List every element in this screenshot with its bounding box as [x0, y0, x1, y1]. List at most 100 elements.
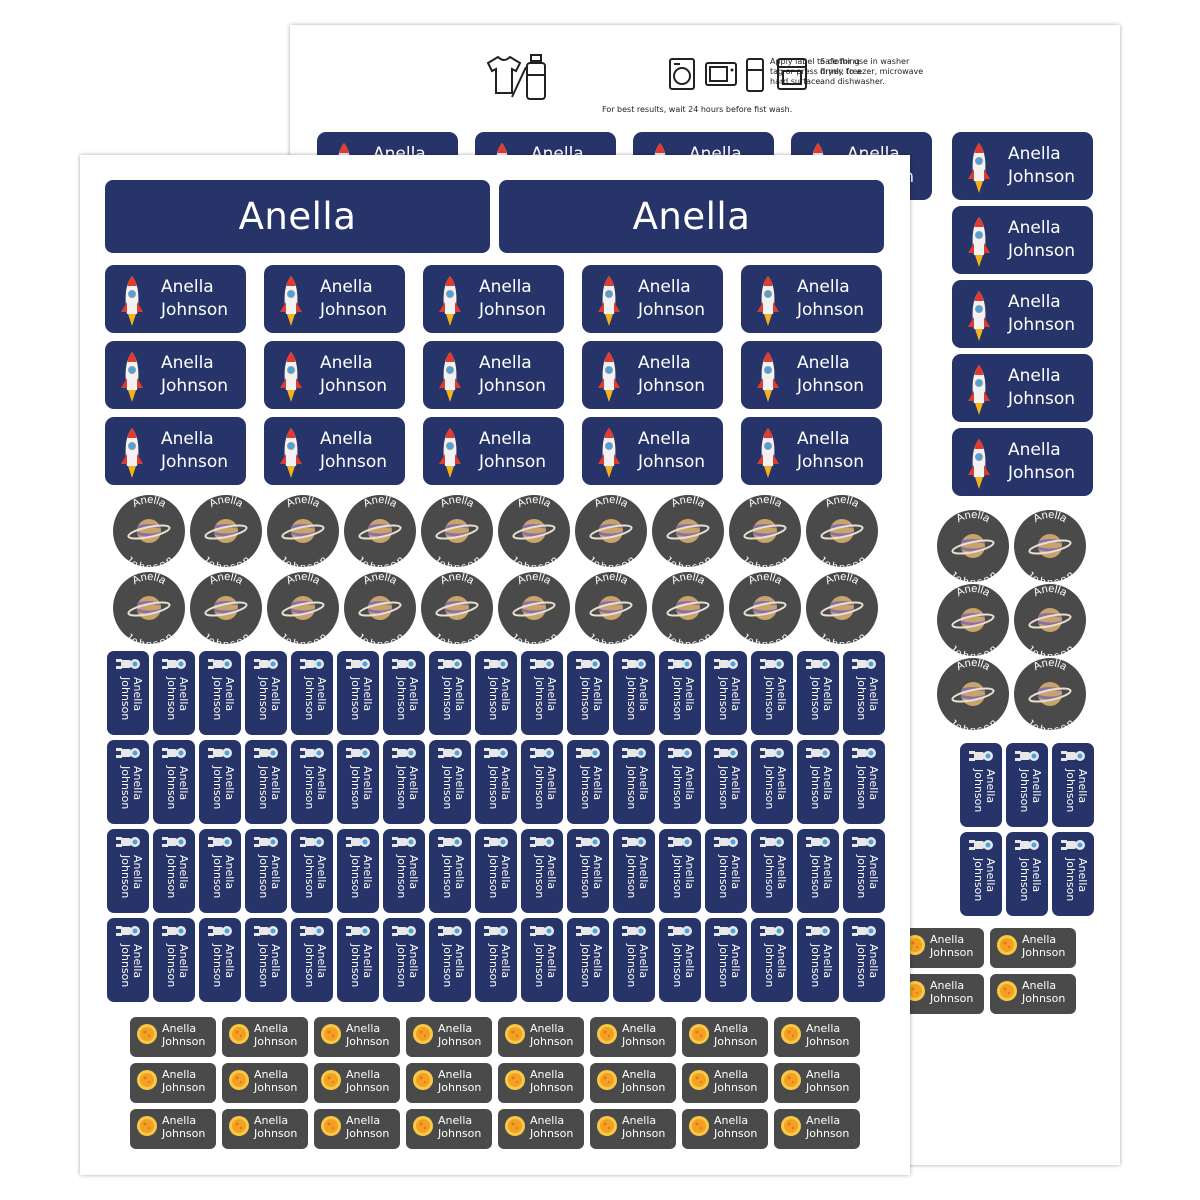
svg-text:Johnson: Johnson: [507, 554, 560, 567]
last-name: Johnson: [346, 1035, 390, 1048]
sun-icon: [689, 1070, 709, 1090]
svg-text:Anella: Anella: [954, 510, 992, 526]
astronaut-icon: [668, 837, 692, 847]
last-name: Johnson: [638, 300, 705, 320]
last-name: Johnson: [165, 944, 178, 988]
svg-text:Anella: Anella: [207, 495, 245, 511]
last-name: Johnson: [625, 855, 638, 899]
last-name: Johnson: [714, 1035, 758, 1048]
first-name: Anella: [775, 944, 788, 979]
first-name: Anella: [254, 1022, 289, 1035]
care-instructions-safe: Safe for use in washer dryer, freezer, m…: [820, 57, 923, 87]
first-name: Anella: [591, 855, 604, 890]
first-name: Anella: [207, 495, 245, 511]
first-name: Anella: [683, 766, 696, 801]
last-name: Johnson: [479, 376, 546, 396]
first-name: Anella: [1022, 933, 1057, 946]
first-name: Anella: [591, 766, 604, 801]
svg-text:Johnson: Johnson: [584, 554, 637, 567]
first-name: Anella: [984, 769, 997, 804]
planet-icon: [666, 519, 710, 543]
last-name: Johnson: [320, 300, 387, 320]
first-name: Anella: [284, 572, 322, 588]
last-name: Johnson: [479, 452, 546, 472]
first-name: Anella: [954, 510, 992, 526]
astronaut-icon: [254, 748, 278, 758]
astronaut-icon: [852, 926, 876, 936]
last-name: Johnson: [530, 1081, 574, 1094]
svg-text:Anella: Anella: [438, 572, 476, 588]
svg-text:Johnson: Johnson: [815, 631, 868, 644]
svg-text:Anella: Anella: [1031, 510, 1069, 526]
last-name: Johnson: [671, 766, 684, 810]
planet-icon: [512, 519, 556, 543]
svg-text:Johnson: Johnson: [661, 631, 714, 644]
first-name: Anella: [729, 855, 742, 890]
astronaut-icon: [438, 659, 462, 669]
astronaut-icon: [438, 837, 462, 847]
planet-icon: [204, 596, 248, 620]
first-name: Anella: [1030, 769, 1043, 804]
first-name: Anella: [867, 677, 880, 712]
first-name: Anella: [361, 572, 399, 588]
planet-icon: [743, 519, 787, 543]
first-name: Anella: [1031, 584, 1069, 600]
first-name: Anella: [515, 495, 553, 511]
first-name: Anella: [320, 277, 373, 297]
first-name: Anella: [1076, 858, 1089, 893]
sun-icon: [781, 1070, 801, 1090]
first-name: Anella: [453, 677, 466, 712]
astronaut-icon: [208, 659, 232, 669]
first-name: Anella: [669, 495, 707, 511]
apply-line-1: Apply label to clothing: [770, 57, 860, 66]
svg-text:Johnson: Johnson: [507, 631, 560, 644]
svg-text:Johnson: Johnson: [276, 554, 329, 567]
astronaut-icon: [806, 748, 830, 758]
last-name: Johnson: [797, 452, 864, 472]
astronaut-icon: [484, 659, 508, 669]
svg-text:Johnson: Johnson: [815, 554, 868, 567]
astronaut-icon: [438, 926, 462, 936]
svg-text:Anella: Anella: [515, 572, 553, 588]
apply-line-2: tag or press firmly to a: [770, 67, 862, 76]
apply-line-3: hard surface.: [770, 77, 823, 86]
svg-text:Anella: Anella: [515, 495, 553, 511]
